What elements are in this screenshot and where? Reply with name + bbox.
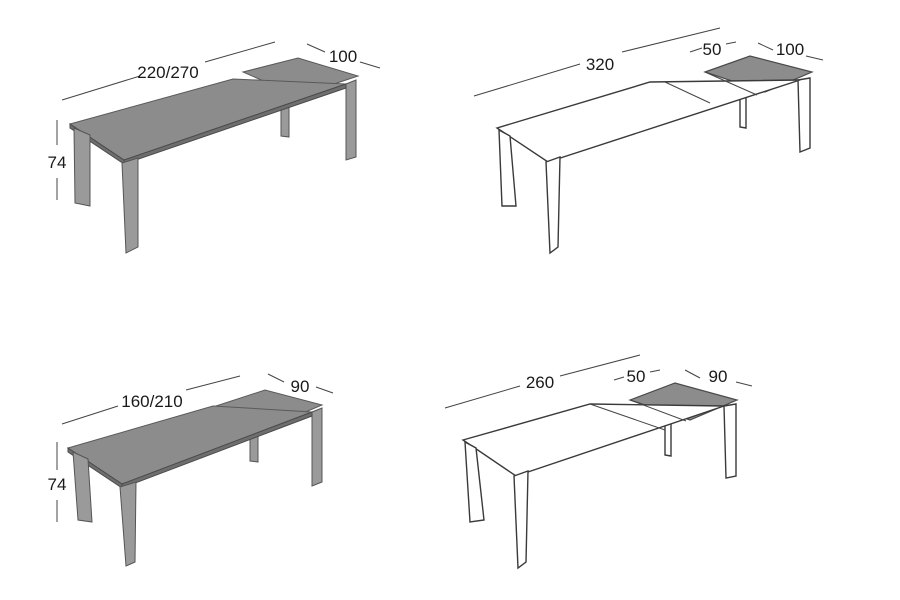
dim-line-width-left: [306, 43, 326, 53]
dim-line-ext-right: [725, 41, 737, 45]
dim-line-width-right: [735, 381, 753, 387]
dim-line-width-left: [684, 369, 701, 379]
dim-line-ext-left: [613, 376, 625, 381]
table-leg-back-right: [723, 403, 737, 479]
width-label: 90: [291, 377, 310, 396]
table-leg-front-left: [72, 451, 93, 523]
length-label: 220/270: [137, 63, 198, 82]
table-leg-back: [664, 422, 672, 457]
table-leg-front-left: [498, 128, 517, 207]
dim-line-width-right: [805, 55, 824, 61]
diagram-table-1: 220/270 100 74: [48, 41, 381, 254]
dim-line-length-left: [473, 63, 581, 97]
table-top: [461, 403, 725, 477]
dim-line-length-right: [559, 354, 641, 377]
extension-label: 50: [627, 367, 646, 386]
table-leg-back-right: [345, 79, 357, 161]
dim-line-ext-right: [649, 369, 661, 373]
dim-line-width-left: [267, 373, 285, 383]
length-label: 160/210: [121, 392, 182, 411]
dim-line-length-right: [204, 41, 276, 63]
table-leg-front: [119, 481, 137, 567]
table-top: [495, 79, 801, 163]
table-leg-back-right: [797, 77, 811, 154]
table-leg-front: [121, 157, 139, 254]
width-label: 100: [329, 47, 357, 66]
table-leg-back-right: [311, 407, 323, 487]
table-leg-front: [545, 155, 561, 255]
diagram-table-2: 320 50 100: [473, 27, 824, 255]
table-top: [68, 78, 347, 161]
dim-line-ext-left: [689, 47, 703, 53]
extension-seam-1: [664, 81, 711, 104]
dim-line-length-left: [444, 385, 521, 409]
dim-line-length-right: [621, 27, 721, 53]
dim-line-length-right: [185, 375, 241, 391]
extension-label: 50: [703, 40, 722, 59]
diagram-table-4: 260 50 90: [444, 354, 753, 570]
width-label: 90: [709, 367, 728, 386]
width-label: 100: [776, 40, 804, 59]
table-leg-front-left: [73, 127, 91, 207]
height-label: 74: [48, 153, 67, 172]
extension-seam-2: [629, 399, 687, 422]
extension-seam-1: [589, 403, 666, 431]
dim-line-width-right: [359, 61, 381, 69]
length-label: 260: [526, 373, 554, 392]
height-label: 74: [48, 475, 67, 494]
diagram-table-3: 160/210 90 74: [48, 373, 334, 567]
dim-line-length-left: [61, 405, 119, 425]
dim-line-width-right: [315, 386, 334, 394]
length-label: 320: [586, 55, 614, 74]
table-leg-front: [513, 469, 529, 570]
dim-line-width-left: [757, 42, 774, 51]
extension-seam-2: [704, 71, 758, 96]
table-leg-back: [739, 96, 747, 129]
table-leg-front-left: [464, 440, 485, 523]
dim-line-length-left: [61, 75, 141, 101]
